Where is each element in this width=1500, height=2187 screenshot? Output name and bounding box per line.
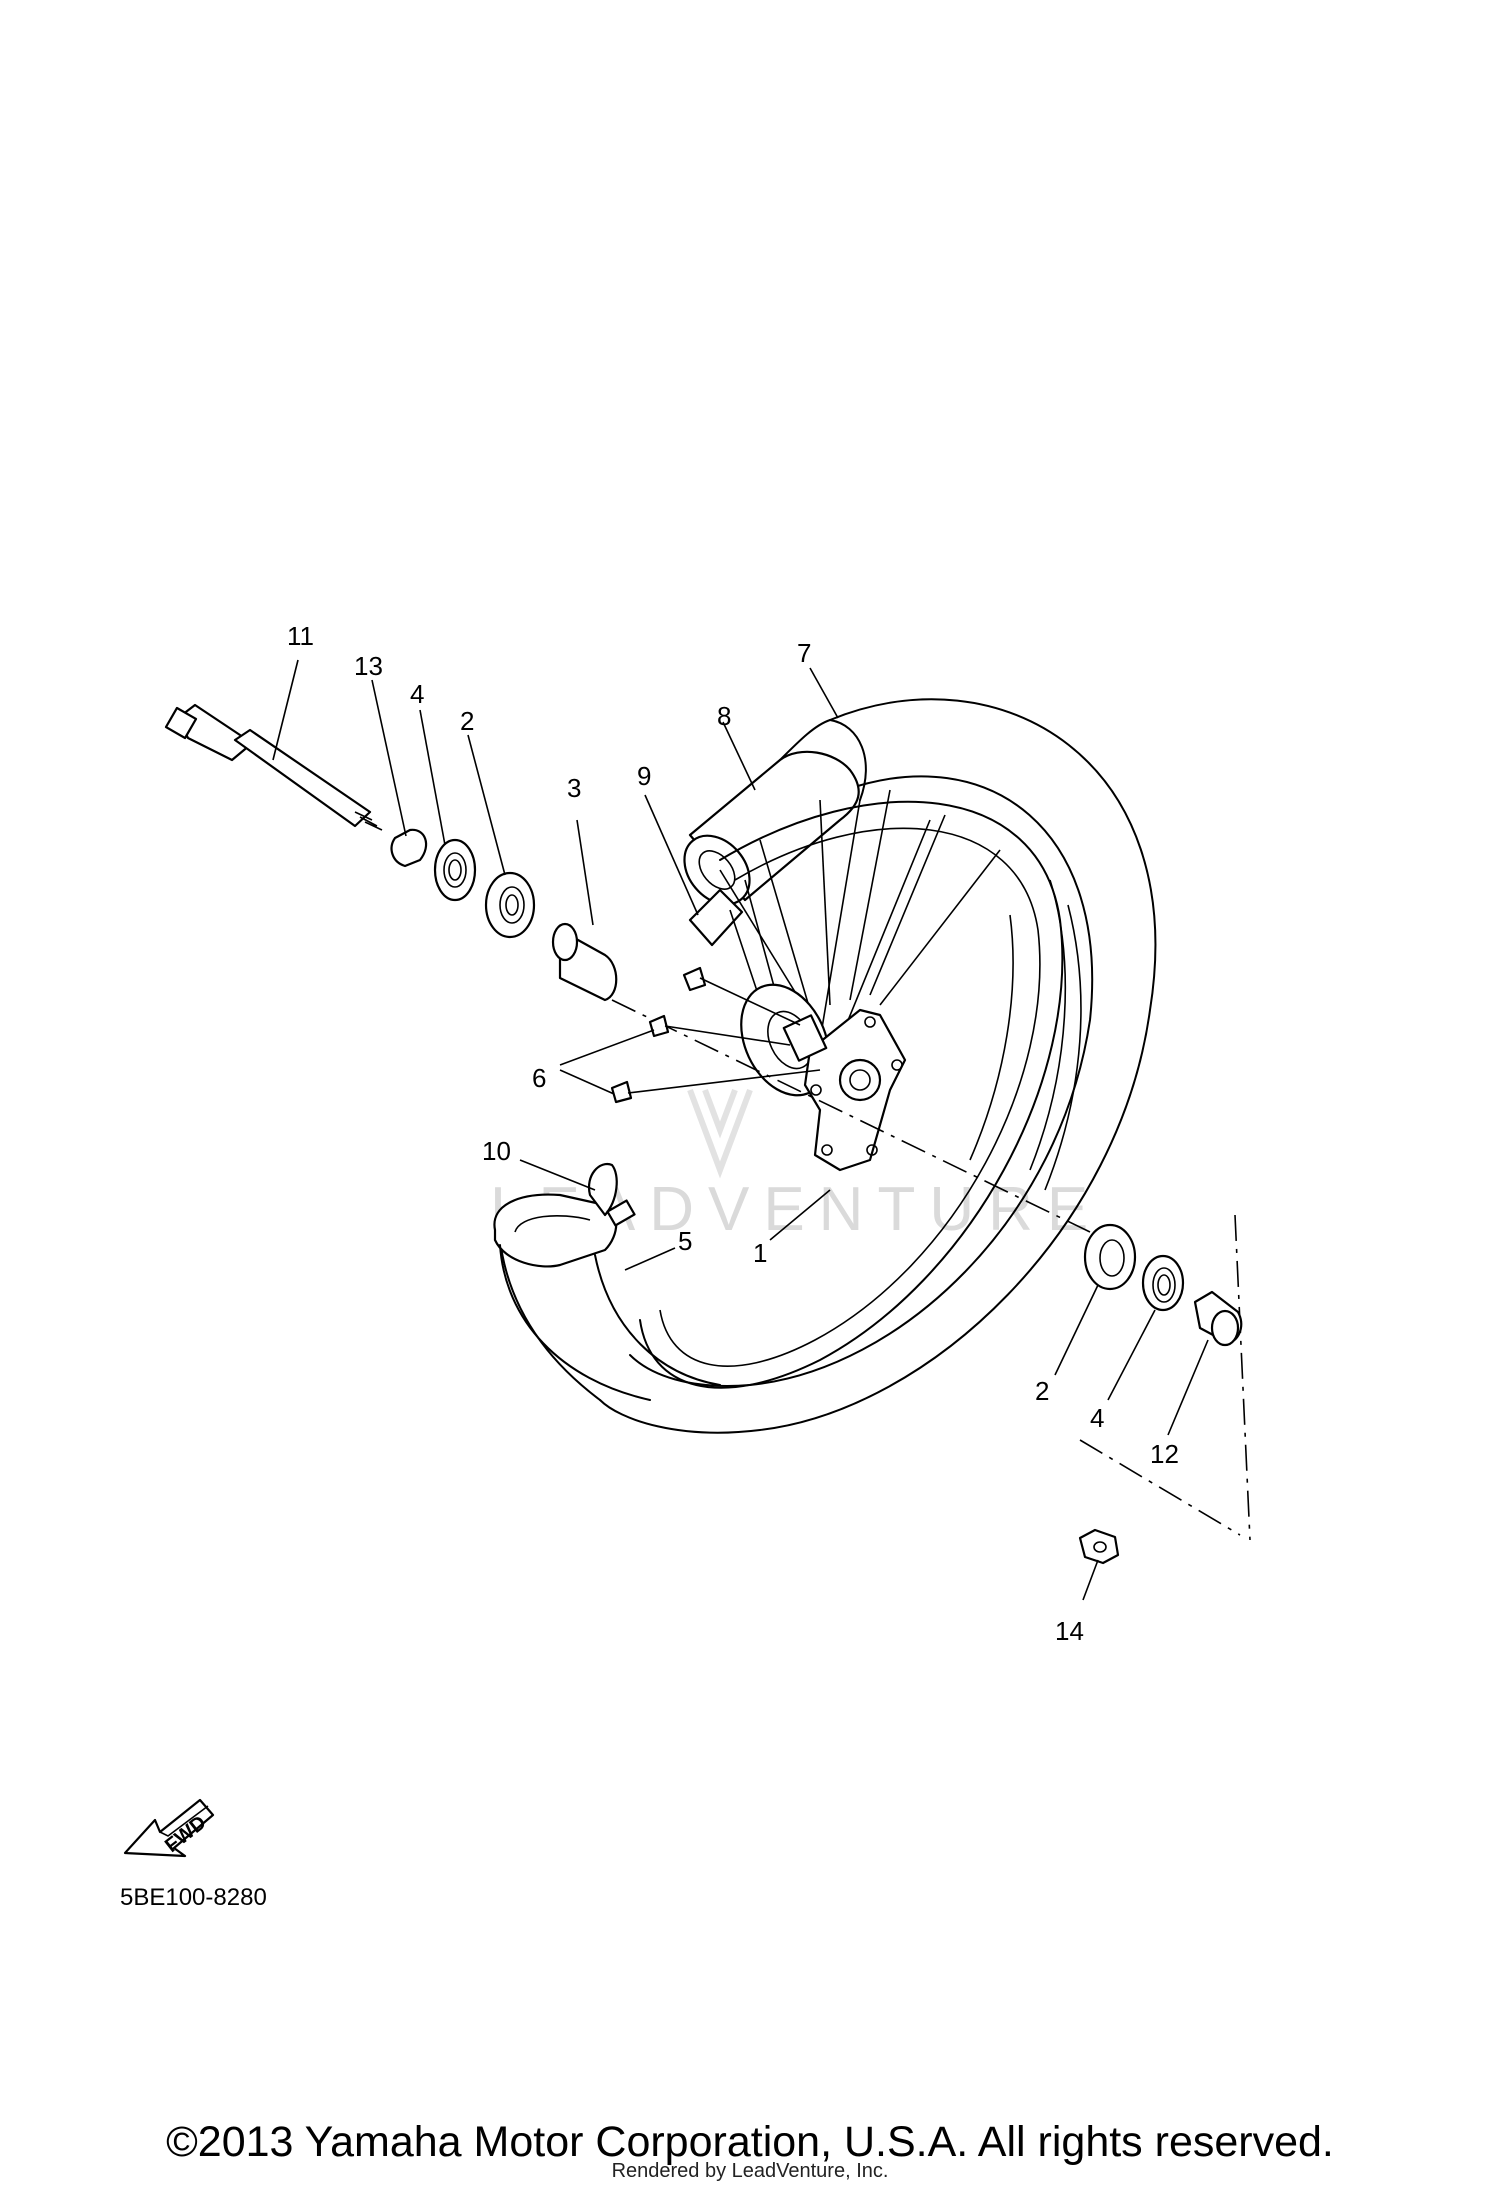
bearing-part-2-left[interactable] (484, 871, 536, 939)
oil-seal-part-4-left[interactable] (433, 838, 477, 902)
wheel-spokes (719, 789, 1001, 1061)
callout-7: 7 (797, 638, 811, 668)
callout-10: 10 (482, 1136, 511, 1166)
callout-labels: 11 13 4 2 3 9 8 7 6 10 5 1 2 4 12 14 (287, 621, 1179, 1646)
rim-band-part-9[interactable] (688, 888, 744, 947)
collar-part-13[interactable] (390, 828, 428, 868)
leader-lines (272, 659, 1209, 1601)
callout-8: 8 (717, 701, 731, 731)
rim-flap-part-5[interactable] (493, 1193, 721, 1401)
wheel-hub-part-1[interactable] (724, 971, 907, 1172)
callout-6: 6 (532, 1063, 546, 1093)
callout-14: 14 (1055, 1616, 1084, 1646)
bearing-part-2-right[interactable] (1083, 1223, 1137, 1291)
wheel-rim (639, 800, 1064, 1389)
nut-part-14[interactable] (1078, 1528, 1120, 1565)
inner-tube-part-8[interactable] (671, 750, 860, 917)
bolts-part-6[interactable] (610, 966, 821, 1104)
callout-3: 3 (567, 773, 581, 803)
callout-12: 12 (1150, 1439, 1179, 1469)
callout-9: 9 (637, 761, 651, 791)
valve-part-10[interactable] (587, 1162, 636, 1227)
axle-part-11[interactable] (164, 703, 383, 831)
axle-center-line (611, 999, 1091, 1233)
callout-13: 13 (354, 651, 383, 681)
fwd-arrow-icon: FWD (123, 1798, 215, 1858)
callout-1: 1 (753, 1238, 767, 1268)
copyright-notice: ©2013 Yamaha Motor Corporation, U.S.A. A… (166, 2118, 1334, 2166)
callout-11: 11 (287, 621, 314, 651)
callout-2-left: 2 (460, 706, 474, 736)
watermark-logo-icon (687, 1088, 753, 1179)
diagram-code: 5BE100-8280 (120, 1884, 267, 1911)
callout-2-right: 2 (1035, 1376, 1049, 1406)
collar-part-12[interactable] (1193, 1290, 1243, 1347)
collar-center-line (1079, 1214, 1251, 1541)
rendered-by-notice: Rendered by LeadVenture, Inc. (611, 2160, 889, 2182)
spacer-part-3[interactable] (551, 922, 618, 1002)
oil-seal-part-4-right[interactable] (1141, 1254, 1185, 1312)
callout-4-left: 4 (410, 679, 424, 709)
callout-4-right: 4 (1090, 1403, 1104, 1433)
callout-5: 5 (678, 1226, 692, 1256)
